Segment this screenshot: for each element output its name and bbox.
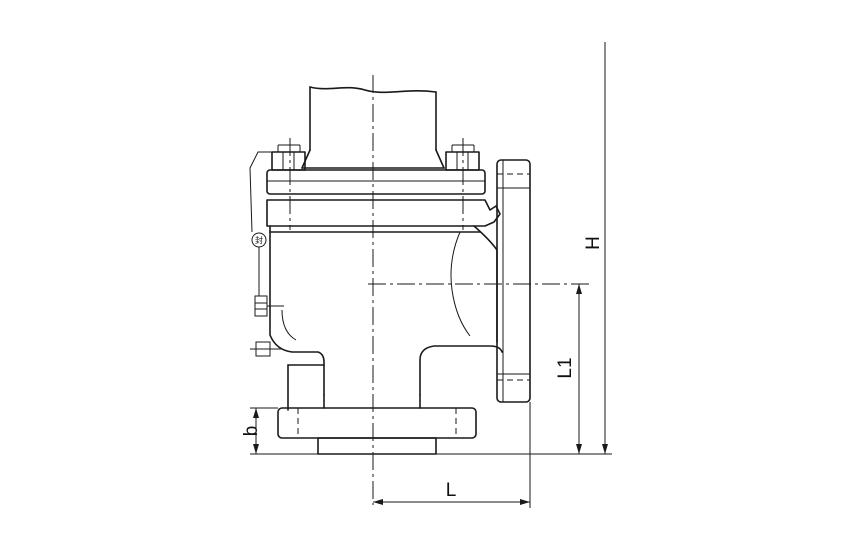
outlet-flange <box>496 159 531 403</box>
bolt-left <box>271 144 306 171</box>
dimension-L1 <box>576 284 582 454</box>
valve-body <box>269 225 503 411</box>
seal-assembly <box>249 151 284 357</box>
centerlines <box>289 75 590 505</box>
dimension-L <box>373 402 531 508</box>
label-L1: L1 <box>555 357 576 378</box>
bonnet-stub <box>301 86 445 169</box>
label-b: b <box>241 426 262 437</box>
bonnet-flanges <box>266 169 501 227</box>
label-L: L <box>446 480 457 501</box>
dimension-H <box>436 42 612 455</box>
inlet-flange <box>277 394 477 455</box>
seal-label: 封 <box>255 235 263 245</box>
dimension-b <box>250 407 318 455</box>
label-H: H <box>583 236 604 250</box>
